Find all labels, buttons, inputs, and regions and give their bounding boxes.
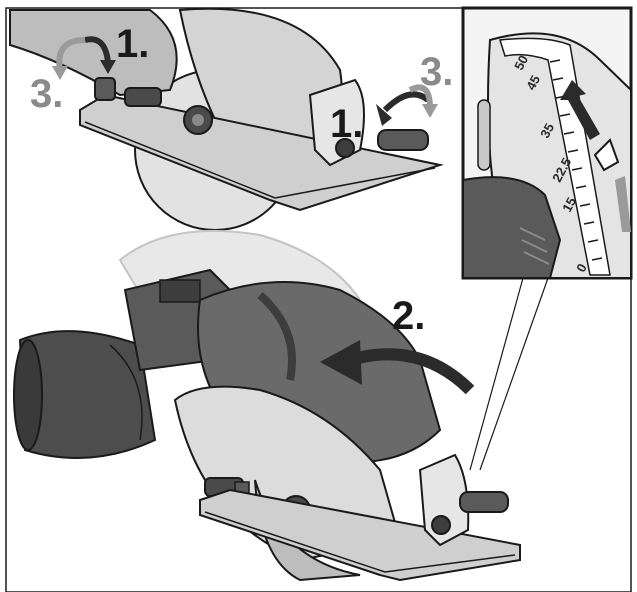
top-saw-motor (9, 9, 178, 97)
top-right-arrow-3 (408, 84, 433, 109)
top-left-arrow-1 (84, 36, 111, 63)
top-left-arrow-3 (56, 37, 86, 71)
step-label-1-right: 1. (330, 102, 364, 146)
inset-arrow-down (615, 176, 631, 232)
bottom-dust-nozzle (18, 330, 157, 459)
callout-line-left (469, 277, 524, 471)
bottom-base-plate (199, 488, 521, 582)
step-label-2-bottom: 2. (392, 294, 426, 338)
step-label-1-left: 1. (116, 22, 150, 66)
inset-pointer (593, 138, 620, 172)
bottom-saw-illustration (13, 229, 521, 582)
inset-scale-band (499, 37, 611, 276)
top-saw-base-rail (84, 121, 436, 199)
callout-line-right (479, 277, 549, 471)
inset-handle (462, 176, 562, 279)
top-left-bevel-knob (94, 77, 162, 107)
top-saw-illustration (9, 7, 444, 231)
frame (5, 7, 632, 592)
step-label-3-right: 3. (420, 50, 454, 94)
bevel-scale-inset (461, 6, 633, 280)
inset-scale-ticks (549, 59, 603, 261)
top-right-bevel-lever (335, 129, 429, 158)
step-label-3-left: 3. (30, 72, 64, 116)
top-right-arrow-1 (382, 91, 430, 113)
inset-arrow-up (560, 80, 600, 140)
bottom-arrow-2 (348, 348, 475, 395)
bottom-rear-bevel-lever (431, 491, 509, 535)
